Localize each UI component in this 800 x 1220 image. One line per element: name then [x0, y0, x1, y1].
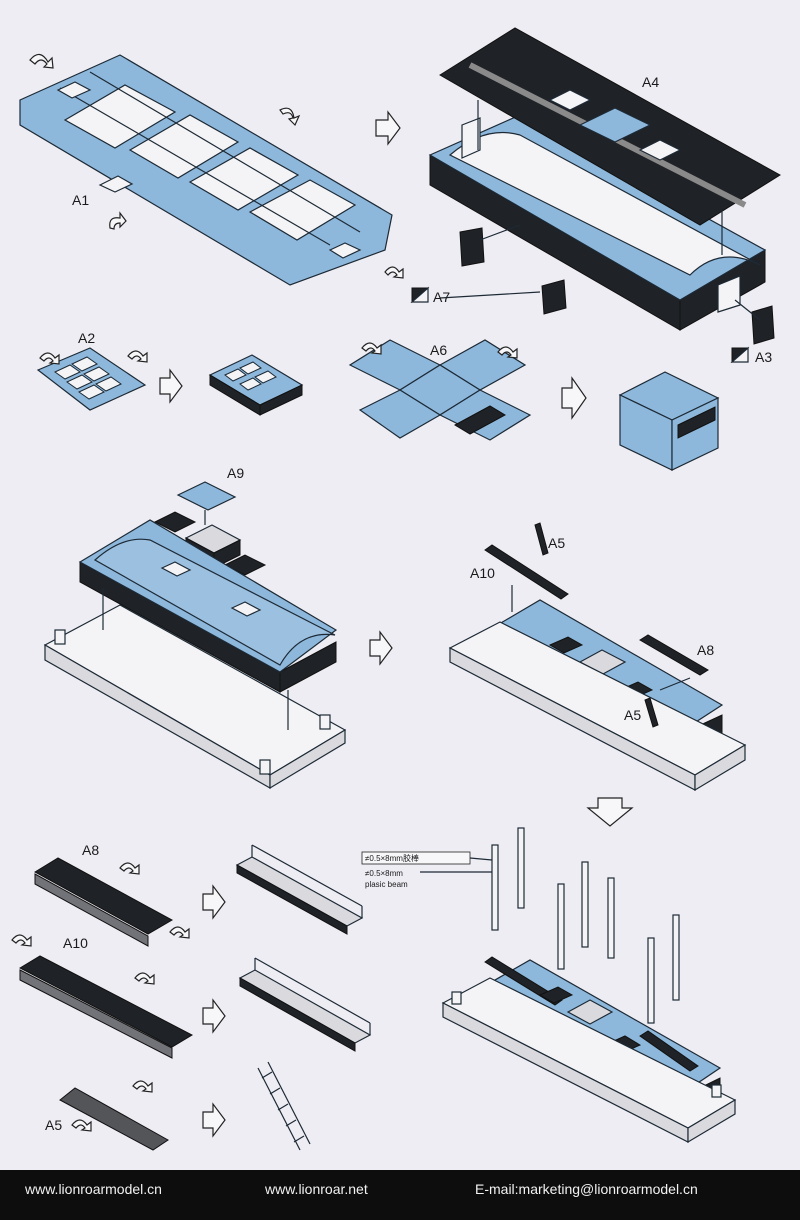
footer-bar: www.lionroarmodel.cn www.lionroar.net E-… [0, 1170, 800, 1220]
label-a7: A7 [433, 289, 450, 305]
website-link-primary[interactable]: www.lionroarmodel.cn [25, 1181, 162, 1197]
fold-arrow-icon [497, 346, 518, 359]
beam-note-line1: ≠0.5×8mm胶棒 [365, 853, 419, 863]
part-a2-flat [36, 347, 147, 411]
label-a10: A10 [470, 565, 495, 581]
label-a1: A1 [72, 192, 89, 208]
label-a5: A5 [548, 535, 565, 551]
email-link[interactable]: E-mail:marketing@lionroarmodel.cn [475, 1181, 698, 1197]
step-arrow-icon [369, 630, 393, 666]
fold-arrow-icon [29, 53, 404, 279]
label-a5-second: A5 [624, 707, 641, 723]
beam-note-box: ≠0.5×8mm胶棒 ≠0.5×8mm plasic beam [361, 851, 493, 889]
light-mark-icon [730, 346, 749, 363]
step-arrow-icon [561, 376, 587, 420]
label-a10-fold: A10 [63, 935, 88, 951]
base-plate-final [441, 977, 737, 1144]
part-a8-rail [639, 634, 709, 676]
step-arrow-icon [202, 998, 226, 1034]
part-a2-folded [208, 354, 304, 416]
hangar-body-step1 [428, 114, 767, 331]
part-a1-flat [19, 54, 393, 286]
label-a6: A6 [430, 342, 447, 358]
fold-arrow-icon [132, 1080, 153, 1093]
fold-arrow-icon [71, 1119, 92, 1132]
step-arrow-icon [375, 110, 401, 146]
part-a5-ladder [644, 697, 659, 728]
label-a2: A2 [78, 330, 95, 346]
assembly-guide-line [439, 291, 541, 299]
fold-arrow-icon [39, 352, 60, 365]
step-arrow-down-icon [586, 797, 634, 827]
part-a10-flat-edge [19, 969, 173, 1059]
plastic-beams [491, 827, 680, 1024]
beam-note-line2: ≠0.5×8mm [365, 869, 403, 878]
part-a9-panel [176, 481, 237, 511]
part-a6-folded-box [618, 371, 720, 471]
label-a3: A3 [755, 349, 772, 365]
part-a7-panel [541, 279, 567, 315]
base-plate-step5 [448, 621, 747, 792]
part-a10-flat [18, 955, 194, 1048]
hangar-body-step4 [78, 519, 338, 693]
part-a10-folded [238, 957, 372, 1052]
label-a5-fold: A5 [45, 1117, 62, 1133]
beam-note-line3: plasic beam [365, 880, 408, 889]
fold-arrow-icon [127, 350, 148, 363]
assembly-guide-line [659, 677, 691, 691]
fold-arrow-icon [134, 972, 155, 985]
part-a5-folded-ladder [257, 1061, 311, 1151]
part-a8-flat-edge [34, 873, 149, 947]
assembly-guide-line [734, 299, 761, 321]
fold-arrow-icon [119, 862, 140, 875]
fold-arrow-icon [11, 934, 32, 947]
step-arrow-icon [202, 884, 226, 920]
base-plate-step4 [43, 604, 347, 790]
fold-arrow-icon [169, 926, 190, 939]
light-mark-icon [410, 286, 429, 303]
part-a2-grid [153, 511, 197, 533]
website-link-secondary[interactable]: www.lionroar.net [265, 1181, 368, 1197]
part-a3-panel [751, 305, 775, 345]
part-a5-ladder [534, 522, 549, 556]
label-a8: A8 [697, 642, 714, 658]
label-a9: A9 [227, 465, 244, 481]
roof-a4 [439, 27, 781, 226]
step-arrow-icon [202, 1102, 226, 1138]
part-a5-flat [59, 1087, 169, 1151]
fold-arrow-icon [361, 342, 382, 355]
part-a10-rail [484, 544, 569, 600]
assembly-guide-line [479, 224, 521, 241]
part-a7-panel [459, 227, 485, 267]
instruction-sheet: A1 A4 A7 A3 A2 [11, 27, 781, 1151]
part-a8-folded [235, 844, 364, 935]
step-arrow-icon [159, 368, 183, 404]
part-a8-flat [34, 857, 174, 935]
label-a8-fold: A8 [82, 842, 99, 858]
label-a4: A4 [642, 74, 659, 90]
